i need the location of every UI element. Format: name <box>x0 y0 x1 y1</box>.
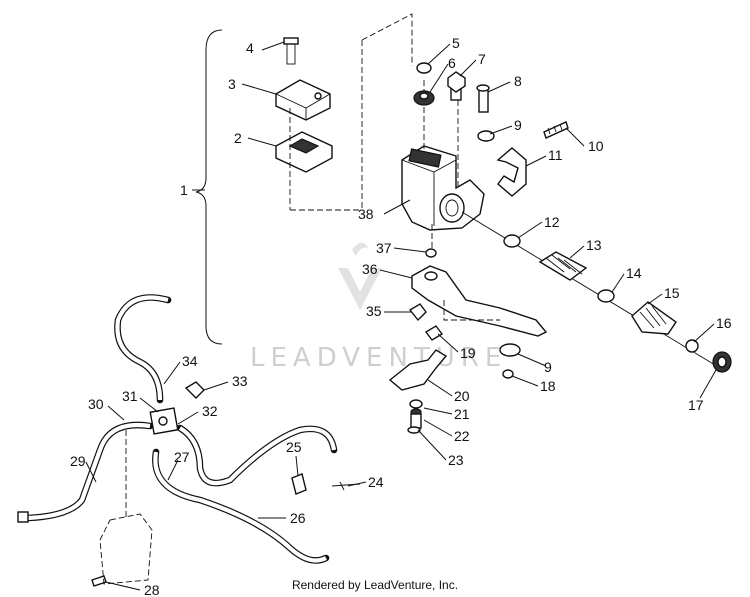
callout-27: 27 <box>174 449 190 465</box>
piston-parts <box>503 234 732 373</box>
callout-18: 18 <box>540 378 556 394</box>
callout-21: 21 <box>454 406 470 422</box>
callout-9: 9 <box>514 117 522 133</box>
master-cylinder-body <box>401 80 721 369</box>
callout-16: 16 <box>716 315 732 331</box>
handlebar-clamp <box>496 147 527 197</box>
callout-28: 28 <box>144 582 160 597</box>
callout-22: 22 <box>454 428 470 444</box>
callout-32: 32 <box>202 403 218 419</box>
callout-10: 10 <box>588 138 604 154</box>
callout-17: 17 <box>688 397 704 413</box>
callout-20: 20 <box>454 388 470 404</box>
mount-plate <box>99 430 153 585</box>
callout-38: 38 <box>358 206 374 222</box>
callout-33: 33 <box>232 373 248 389</box>
callout-numbers: 1 2 3 4 5 6 7 8 9 10 11 12 13 14 15 16 1… <box>70 35 732 597</box>
footer-credit: Rendered by LeadVenture, Inc. <box>291 578 459 592</box>
callout-5: 5 <box>452 35 460 51</box>
leadventure-watermark: LEADVENTURE <box>250 242 507 373</box>
callout-2: 2 <box>234 130 242 146</box>
callout-26: 26 <box>290 510 306 526</box>
callout-11: 11 <box>548 147 563 163</box>
callout-3: 3 <box>228 76 236 92</box>
callout-15: 15 <box>664 285 680 301</box>
callout-19: 19 <box>460 345 476 361</box>
brake-hoses <box>17 294 361 587</box>
callout-1: 1 <box>180 182 188 198</box>
callout-29: 29 <box>70 453 86 469</box>
callout-31: 31 <box>122 388 138 404</box>
callout-9-lower: 9 <box>544 359 552 375</box>
watermark-text: LEADVENTURE <box>250 343 507 373</box>
callout-13: 13 <box>586 237 602 253</box>
assembly-bracket <box>195 29 223 345</box>
brake-lever <box>408 224 548 341</box>
callout-34: 34 <box>182 353 198 369</box>
callout-24: 24 <box>368 474 384 490</box>
leader-lines <box>85 41 717 591</box>
callout-35: 35 <box>366 303 382 319</box>
small-hardware <box>413 62 569 142</box>
callout-4: 4 <box>246 40 254 56</box>
callout-37: 37 <box>376 240 392 256</box>
callout-12: 12 <box>544 214 560 230</box>
callout-7: 7 <box>478 51 486 67</box>
reservoir-group <box>275 13 413 211</box>
callout-6: 6 <box>448 55 456 71</box>
callout-23: 23 <box>448 452 464 468</box>
callout-36: 36 <box>362 261 378 277</box>
callout-25: 25 <box>286 439 302 455</box>
switch-assembly <box>388 343 521 434</box>
callout-8: 8 <box>514 73 522 89</box>
callout-30: 30 <box>88 396 104 412</box>
callout-14: 14 <box>626 265 642 281</box>
